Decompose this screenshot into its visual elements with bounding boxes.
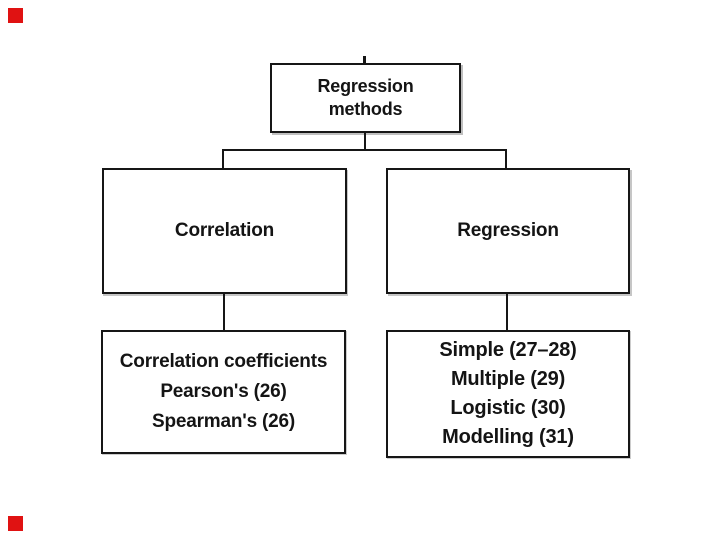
node-regression: Regression [386, 168, 630, 294]
node-correlation-details: Correlation coefficients Pearson's (26) … [101, 330, 346, 454]
node-line: Spearman's (26) [151, 411, 296, 432]
node-regression-methods: Regression methods [270, 63, 461, 133]
node-line: Correlation coefficients [119, 351, 328, 372]
node-line: Regression [317, 76, 414, 96]
node-line: Simple (27–28) [439, 339, 577, 361]
node-line: methods [328, 99, 403, 119]
node-line: Pearson's (26) [160, 381, 287, 402]
node-line: Correlation [174, 220, 275, 241]
node-correlation: Correlation [102, 168, 347, 294]
connector-trunk [364, 133, 366, 150]
red-square-marker-bottom-left [8, 516, 23, 531]
red-square-marker-top-left [8, 8, 23, 23]
node-line: Modelling (31) [442, 426, 574, 448]
node-regression-details: Simple (27–28) Multiple (29) Logistic (3… [386, 330, 630, 458]
connector-regression-to-details [506, 294, 508, 331]
node-line: Regression [457, 220, 559, 241]
node-line: Logistic (30) [450, 397, 566, 419]
connector-drop-regression [505, 149, 507, 169]
top-tick-mark [363, 56, 366, 63]
connector-correlation-to-details [223, 294, 225, 331]
connector-crossbar [222, 149, 507, 151]
node-line: Multiple (29) [450, 368, 566, 390]
connector-drop-correlation [222, 149, 224, 169]
